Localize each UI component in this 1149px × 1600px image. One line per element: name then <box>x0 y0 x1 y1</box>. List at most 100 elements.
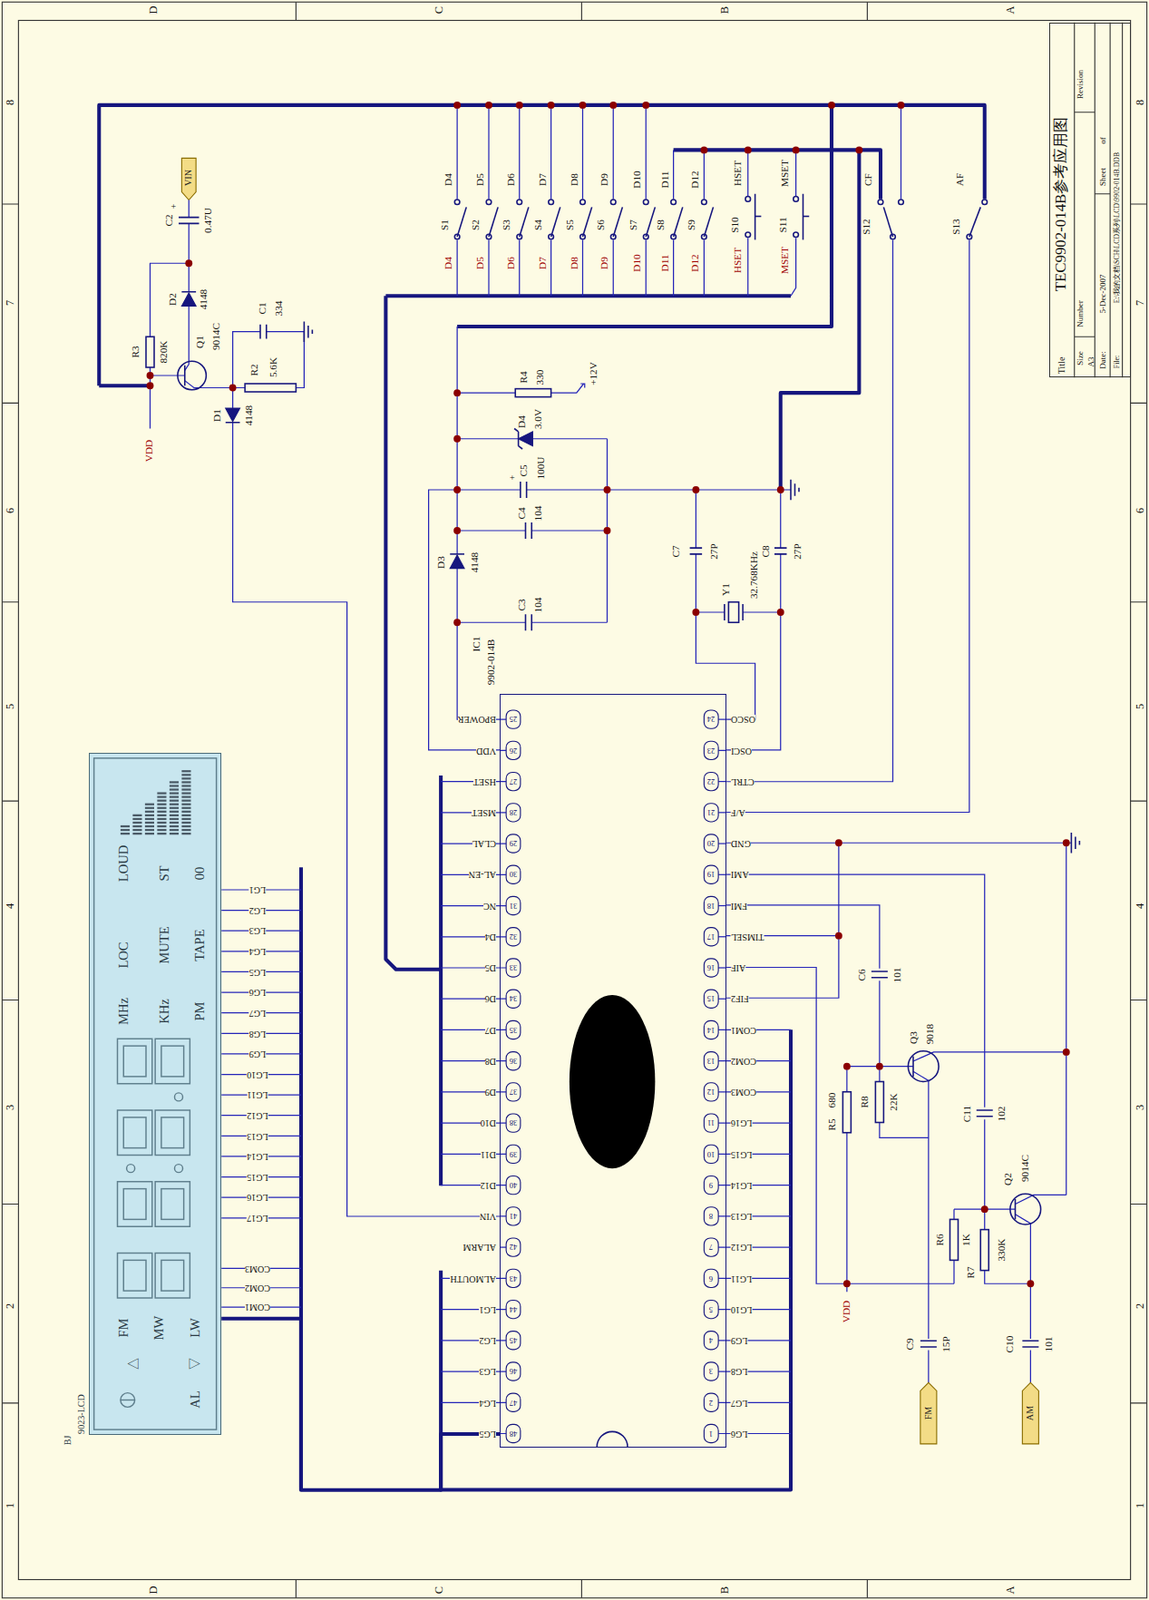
node-text: TAPE <box>193 928 207 961</box>
bar-graph <box>181 773 191 776</box>
pin-wire <box>440 935 507 937</box>
button-stem <box>803 215 810 218</box>
node-text: LOUD <box>116 845 131 883</box>
digit-segment <box>161 1188 185 1220</box>
bar-graph <box>145 828 155 831</box>
bar-graph <box>120 828 130 831</box>
junction-dot <box>453 101 461 109</box>
title-block-lines <box>1074 22 1123 379</box>
pin-number: 27 <box>509 778 517 786</box>
pin-name: FIF2 <box>730 993 750 1003</box>
switch-lead <box>582 105 584 200</box>
pin-number: 25 <box>509 715 517 723</box>
pin-pad <box>506 1331 521 1350</box>
component-label: + <box>170 202 176 212</box>
bar-graph <box>181 780 191 783</box>
pin-name: LG14 <box>730 1180 753 1190</box>
pin-pad <box>506 927 521 946</box>
pin-pad <box>703 740 719 760</box>
switch-ref: S2 <box>471 219 482 231</box>
grid-number: 5 <box>4 703 16 710</box>
pin-pad <box>703 1299 719 1318</box>
pin-pad <box>506 1237 521 1257</box>
component-label: 101 <box>893 966 904 983</box>
pin-number: 12 <box>707 1088 715 1096</box>
pin-name: FMI <box>730 901 748 911</box>
junction-dot <box>453 526 461 535</box>
grid-number: 8 <box>1134 98 1146 105</box>
component-label: D3 <box>437 555 448 569</box>
component-label: 102 <box>996 1105 1007 1121</box>
switch-blade <box>551 206 561 237</box>
digit-segment <box>161 1045 185 1077</box>
bar-graph <box>181 791 191 794</box>
pin-number: 30 <box>509 870 517 878</box>
junction-dot <box>579 101 587 109</box>
bar-graph <box>145 817 155 820</box>
grid-number: 4 <box>4 903 16 909</box>
pin-pad <box>506 1082 521 1101</box>
switch-lead <box>582 239 584 296</box>
button-lead <box>747 149 749 196</box>
node-text: LOC <box>116 941 131 968</box>
junction-dot <box>843 1279 851 1287</box>
bar-graph <box>169 807 179 809</box>
pin-wire <box>718 780 727 782</box>
bar-graph <box>169 803 179 806</box>
wire <box>428 105 970 813</box>
pin-pad <box>703 1392 719 1412</box>
pin-pad <box>506 1299 521 1318</box>
switch-blade <box>645 206 655 237</box>
component-label: 1K <box>961 1233 972 1247</box>
bar-graph <box>156 799 166 802</box>
input-port <box>181 157 196 200</box>
bar-graph <box>120 825 130 828</box>
switch-ref: S8 <box>656 219 667 231</box>
switch-lead <box>518 105 520 200</box>
node-text: 5-Dec-2007 <box>1099 273 1108 313</box>
bar-graph <box>156 796 166 799</box>
diode-symbol <box>225 408 241 422</box>
digit-segment <box>155 1181 190 1227</box>
pin-name: D6 <box>484 993 496 1003</box>
pin-name: LG4 <box>478 1398 497 1408</box>
component-label: Y1 <box>721 584 732 597</box>
lcd-pin-name: LG15 <box>246 1172 269 1182</box>
grid-number: 1 <box>4 1502 16 1509</box>
pin-pad <box>703 1268 719 1287</box>
lcd-colon <box>175 1164 184 1173</box>
node-text: File: <box>1113 355 1121 369</box>
pin-number: 24 <box>707 715 715 723</box>
junction-dot <box>516 101 524 109</box>
digit-segment <box>117 1038 153 1084</box>
node-text: of <box>1099 136 1108 145</box>
node-text: MHz <box>116 997 131 1025</box>
bar-graph <box>145 803 155 806</box>
switch-ref: S5 <box>564 219 575 231</box>
component-label: 27P <box>792 543 803 560</box>
pin-name: LG16 <box>730 1118 753 1128</box>
pin-name: LG1 <box>478 1304 497 1315</box>
grid-letter: C <box>433 6 445 14</box>
bar-graph <box>169 780 179 783</box>
digit-segment <box>123 1188 147 1220</box>
switch-lead <box>703 149 705 199</box>
pin-pad <box>506 710 521 729</box>
component-label: 9018 <box>925 1023 936 1045</box>
component-label: 101 <box>1043 1335 1054 1352</box>
lcd-pin-name: LG9 <box>248 1049 266 1059</box>
grid-number: 6 <box>1134 507 1146 514</box>
input-port <box>1022 1382 1039 1444</box>
pin-wire <box>440 1308 507 1310</box>
pin-name: BPOWER <box>457 714 497 724</box>
pin-number: 10 <box>707 1149 715 1158</box>
pin-name: A/F <box>730 808 746 818</box>
ground-symbol <box>790 479 799 501</box>
lcd-pin-name: COM2 <box>244 1283 271 1293</box>
junction-dot <box>603 486 612 494</box>
pin-wire <box>440 998 507 1000</box>
bar-graph <box>181 807 191 809</box>
bar-graph <box>120 832 130 835</box>
pin-name: AIF <box>730 963 746 973</box>
